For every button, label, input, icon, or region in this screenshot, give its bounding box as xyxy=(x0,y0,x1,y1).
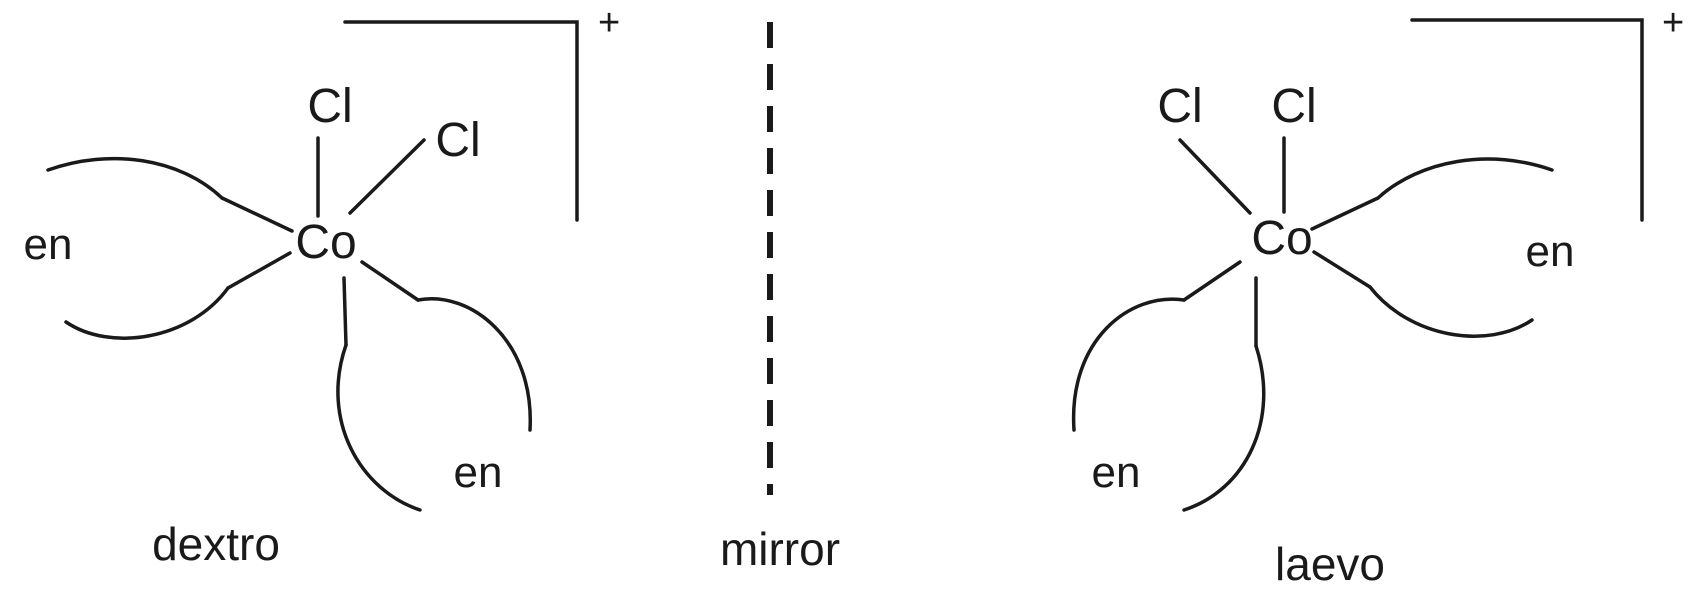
laevo-ligand-right: en xyxy=(1526,227,1575,276)
dextro-en-bottom-ring-left xyxy=(336,343,422,512)
laevo-bond-en-bottom-left xyxy=(1182,260,1242,302)
laevo-caption: laevo xyxy=(1275,538,1385,590)
laevo-chloride-1: Cl xyxy=(1157,80,1202,133)
dextro-bond-en-left-lower xyxy=(226,251,292,290)
dextro-charge: + xyxy=(598,2,620,44)
laevo-chloride-2: Cl xyxy=(1271,80,1316,133)
dextro-chloride-2: Cl xyxy=(435,114,480,167)
laevo-bracket xyxy=(1410,18,1644,222)
dextro-bond-en-bottom-left xyxy=(342,276,348,347)
dextro-ligand-left: en xyxy=(24,220,73,269)
laevo-metal-center: Co xyxy=(1251,212,1312,265)
dextro-bracket xyxy=(343,20,579,222)
dextro-chloride-1: Cl xyxy=(307,80,352,133)
dextro-en-left-ring-lower xyxy=(64,286,230,340)
laevo-bond-en-right-lower xyxy=(1312,250,1372,289)
dextro-bond-cl-right xyxy=(348,138,426,215)
laevo-en-right-ring-upper xyxy=(1376,157,1554,200)
dextro-en-bottom-ring-right xyxy=(416,297,532,432)
dextro-metal-center: Co xyxy=(295,216,356,269)
laevo-ligand-bottom: en xyxy=(1092,448,1141,497)
laevo-en-bottom-ring-left xyxy=(1071,297,1186,432)
mirror-caption: mirror xyxy=(720,523,840,575)
dextro-ligand-bottom: en xyxy=(454,448,503,497)
laevo-en-right-ring-lower xyxy=(1368,285,1534,338)
dextro-isomer: + Cl Cl Co en en dextro xyxy=(24,2,621,570)
dextro-bond-en-left-upper xyxy=(220,196,294,233)
laevo-charge: + xyxy=(1662,2,1684,44)
dextro-en-left-ring xyxy=(46,156,224,200)
laevo-isomer: + Cl Cl Co en en laevo xyxy=(1071,2,1684,590)
mirror-plane: mirror xyxy=(720,22,840,575)
dextro-caption: dextro xyxy=(152,518,280,570)
dextro-bond-en-bottom-right xyxy=(360,260,420,302)
laevo-bond-en-right-upper xyxy=(1310,196,1380,231)
laevo-bond-cl-left xyxy=(1178,138,1252,215)
laevo-en-bottom-ring-right xyxy=(1182,344,1266,512)
